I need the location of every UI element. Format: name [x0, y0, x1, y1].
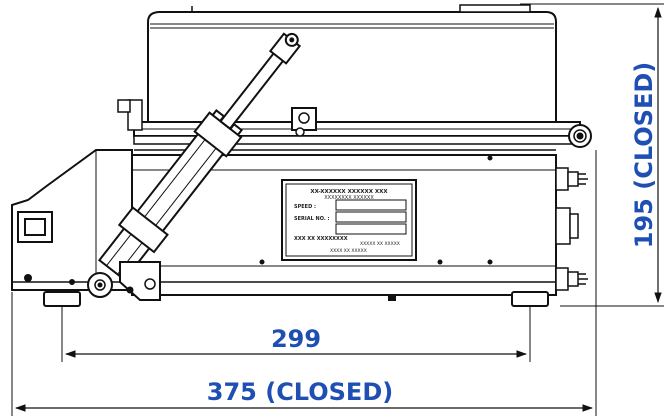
- nameplate-line: XXXX XX XXXXX: [330, 248, 367, 254]
- nameplate-line: XX-XXXXXX XXXXXX XXX: [310, 189, 388, 195]
- overall-width-label: 375 (CLOSED): [207, 378, 393, 406]
- nameplate-line: XXX XX XXXXXXXX: [294, 236, 348, 242]
- inner-width-dimension: 299: [61, 306, 531, 362]
- nameplate-line: XXXXX XX XXXXX: [360, 241, 400, 247]
- nameplate-line: XXXXXXXX XXXXXX: [324, 195, 374, 201]
- side-connectors: [555, 167, 588, 291]
- overall-width-dimension: 375 (CLOSED): [11, 150, 597, 416]
- inner-width-label: 299: [271, 325, 321, 353]
- foot-right: [511, 291, 549, 307]
- foot-left: [43, 291, 81, 307]
- nameplate: XX-XXXXXX XXXXXX XXX XXXXXXXX XXXXXX SPE…: [281, 179, 417, 261]
- gas-spring-strut: [87, 32, 317, 301]
- height-dimension: 195 (CLOSED): [520, 3, 664, 307]
- lid-cover: [147, 11, 557, 129]
- nameplate-line: SERIAL NO. :: [294, 216, 330, 222]
- control-housing: [11, 149, 133, 291]
- nameplate-line: SPEED :: [294, 204, 316, 210]
- height-label: 195 (CLOSED): [630, 62, 658, 248]
